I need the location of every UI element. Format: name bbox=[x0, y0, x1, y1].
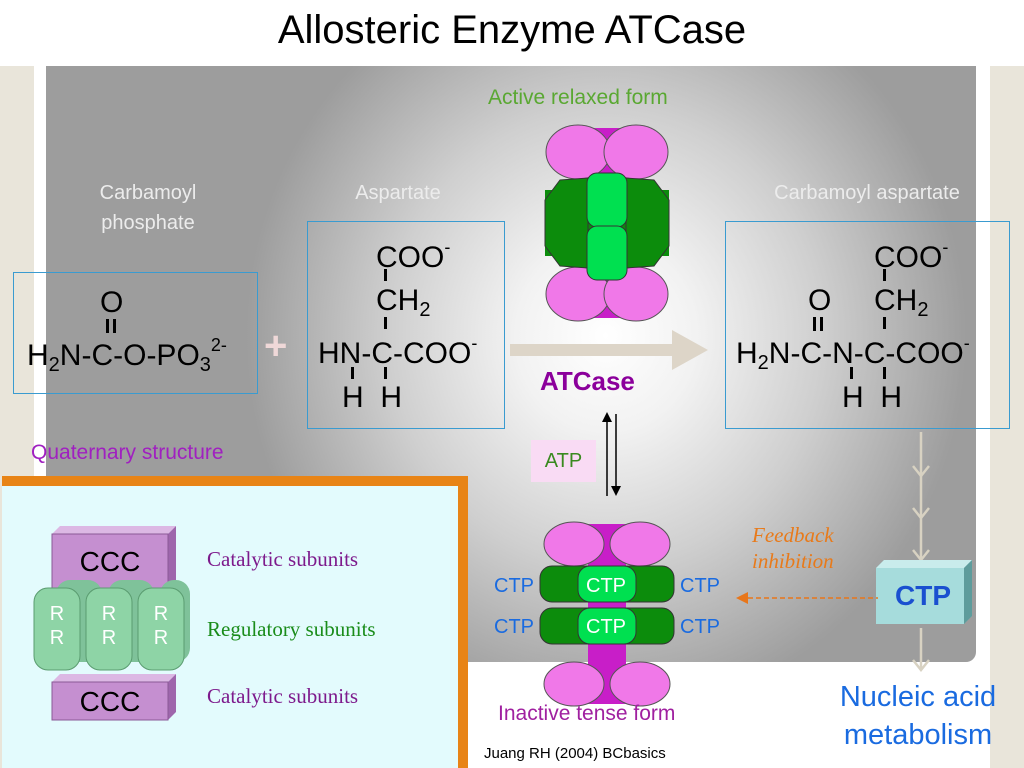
ctp-site-left-bottom: CTP bbox=[494, 616, 534, 638]
aspartate-box bbox=[307, 221, 505, 429]
bond-mark bbox=[351, 367, 354, 379]
double-bond-mark bbox=[820, 317, 823, 331]
double-bond-mark bbox=[106, 319, 109, 333]
product-carboxyl: COO- bbox=[874, 237, 949, 274]
aspartate-backbone: HN-C-COO- bbox=[318, 333, 478, 370]
bond-mark bbox=[384, 317, 387, 329]
catalytic-subunits-label-bottom: Catalytic subunits bbox=[207, 684, 359, 708]
carbamoyl-phosphate-oxygen: O bbox=[100, 286, 124, 319]
bond-mark bbox=[850, 367, 853, 379]
ctp-site-center-top: CTP bbox=[586, 575, 626, 597]
equilibrium-arrows bbox=[602, 412, 621, 496]
product-methylene: CH2 bbox=[874, 284, 929, 321]
ctp-site-center-bottom: CTP bbox=[586, 616, 626, 638]
active-relaxed-enzyme bbox=[544, 124, 670, 322]
bond-mark bbox=[384, 367, 387, 379]
pathway-arrows bbox=[912, 432, 930, 672]
aspartate-carboxyl: COO- bbox=[376, 237, 451, 274]
atp-activator-label: ATP bbox=[531, 440, 596, 482]
bond-mark bbox=[883, 317, 886, 329]
aspartate-heading: Aspartate bbox=[355, 182, 441, 204]
ctp-site-left-top: CTP bbox=[494, 575, 534, 597]
double-bond-mark bbox=[813, 317, 816, 331]
carbamoyl-aspartate-box bbox=[725, 221, 1010, 429]
quaternary-structure-label: Quaternary structure bbox=[31, 441, 224, 464]
inactive-tense-enzyme bbox=[539, 521, 675, 707]
carbamoyl-phosphate-formula: H2N-C-O-PO32- bbox=[27, 335, 227, 376]
enzyme-label: ATCase bbox=[540, 366, 635, 396]
active-form-label: Active relaxed form bbox=[488, 86, 668, 109]
carbamoyl-aspartate-heading: Carbamoyl aspartate bbox=[774, 182, 960, 204]
ctp-site-right-bottom: CTP bbox=[680, 616, 720, 638]
carbamoyl-phosphate-heading: Carbamoyl phosphate bbox=[99, 182, 197, 234]
product-oxygen: O bbox=[808, 284, 832, 317]
bond-mark bbox=[384, 269, 387, 281]
aspartate-hydrogens: H H bbox=[342, 381, 402, 414]
inactive-form-label: Inactive tense form bbox=[498, 702, 676, 725]
ctp-product-box bbox=[876, 560, 972, 624]
bond-mark bbox=[883, 367, 886, 379]
bond-mark bbox=[883, 269, 886, 281]
reaction-arrow bbox=[510, 330, 708, 370]
carbamoyl-phosphate-box bbox=[13, 272, 258, 394]
catalytic-subunits-label-top: Catalytic subunits bbox=[207, 547, 359, 571]
ctp-product-label: CTP bbox=[895, 580, 951, 611]
double-bond-mark bbox=[113, 319, 116, 333]
catalytic-trimer-bottom: CCC bbox=[79, 686, 141, 717]
product-backbone: H2N-C-N-C-COO- bbox=[736, 333, 970, 374]
catalytic-trimer-top: CCC bbox=[79, 546, 141, 577]
aspartate-methylene: CH2 bbox=[376, 284, 431, 321]
plus-sign: + bbox=[264, 324, 288, 368]
source-credit: Juang RH (2004) BCbasics bbox=[484, 745, 666, 762]
regulatory-subunits-label: Regulatory subunits bbox=[207, 617, 376, 641]
page-title: Allosteric Enzyme ATCase bbox=[277, 8, 747, 52]
feedback-inhibition-arrow bbox=[736, 592, 878, 604]
ctp-site-right-top: CTP bbox=[680, 575, 720, 597]
right-border-band bbox=[990, 66, 1024, 768]
product-hydrogens: H H bbox=[842, 381, 902, 414]
subunit-assembly-diagram bbox=[33, 526, 190, 721]
